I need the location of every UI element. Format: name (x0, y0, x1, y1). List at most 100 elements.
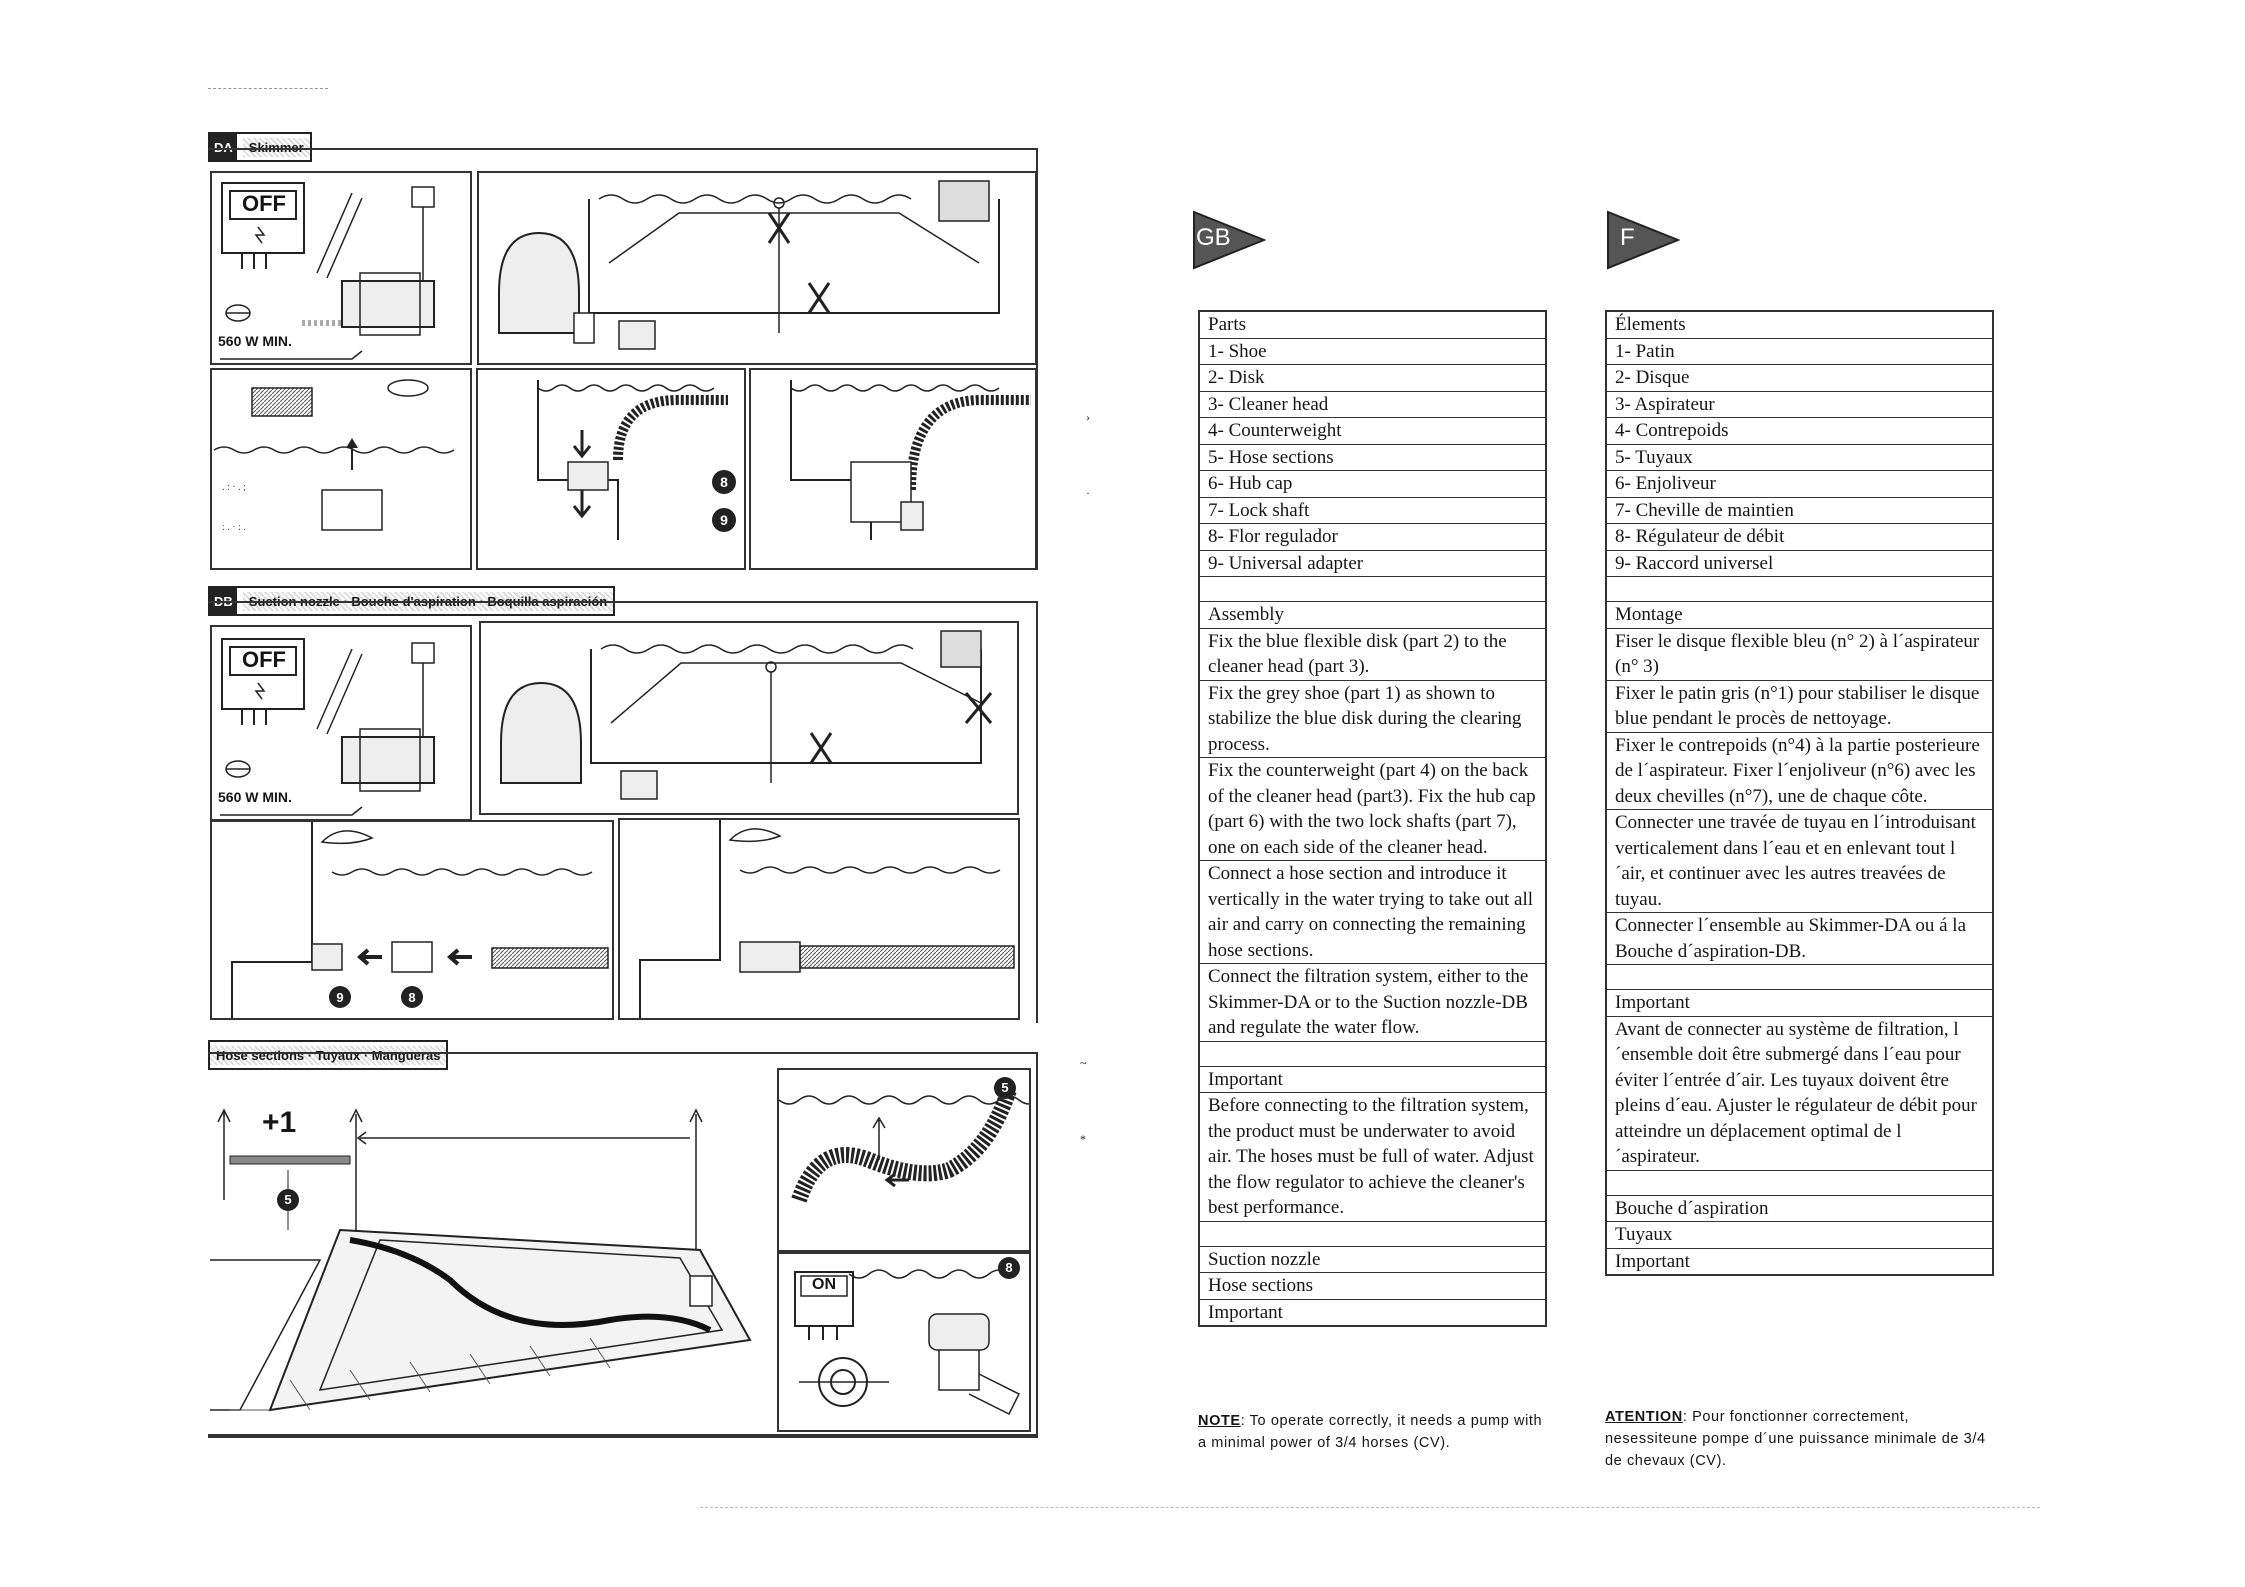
gb-row-blank (1200, 1042, 1545, 1067)
connection-illustration (537, 380, 736, 540)
fr-row: Fiser le disque flexible bleu (n° 2) à l… (1607, 629, 1992, 681)
nozzle-illustration-b (639, 820, 1015, 1018)
flag-shape (1193, 210, 1266, 270)
power-label: 560 W MIN. (218, 789, 292, 805)
da-plumbing-panel (477, 171, 1037, 365)
pump-illustration (220, 638, 435, 816)
plus-one-label: +1 (262, 1106, 297, 1139)
fr-row: Fixer le patin gris (n°1) pour stabilise… (1607, 681, 1992, 733)
gb-row: Parts (1200, 312, 1545, 339)
svg-text:: . · : .: : . · : . (222, 522, 246, 533)
fr-note: ATENTION: Pour fonctionner correctement,… (1605, 1406, 1995, 1472)
db-pump-panel: OFF 560 W MIN. (210, 625, 472, 821)
off-label: OFF (242, 647, 286, 672)
callout-8: 8 (408, 990, 416, 1005)
fr-row: Connecter une travée de tuyau en l´intro… (1607, 810, 1992, 913)
gb-row: Important (1208, 1301, 1283, 1323)
gb-note: NOTE: To operate correctly, it needs a p… (1198, 1410, 1548, 1454)
flag-label: F (1620, 224, 1635, 251)
gb-row: 9- Universal adapter (1200, 551, 1545, 577)
section-da-tag: DA Skimmer (208, 132, 312, 162)
power-label: 560 W MIN. (218, 333, 292, 349)
hose-on-panel: ON 8 (777, 1252, 1031, 1432)
fr-row: Important (1607, 990, 1992, 1017)
gb-row: Before connecting to the filtration syst… (1200, 1093, 1545, 1222)
fr-row-blank (1607, 577, 1992, 602)
gb-flag: GB (1192, 210, 1266, 270)
db-nozzle-panel-b (618, 818, 1020, 1020)
gb-row: Connect the filtration system, either to… (1200, 964, 1545, 1042)
note-label: ATENTION (1605, 1409, 1683, 1425)
gb-row: 3- Cleaner head (1200, 392, 1545, 418)
gb-row: Hose sections (1200, 1273, 1545, 1300)
pool-illustration: +1 5 (210, 1080, 770, 1420)
hose-fill-svg (779, 1077, 1029, 1203)
fr-row: 6- Enjoliveur (1607, 471, 1992, 498)
flag-label: GB (1196, 224, 1231, 251)
section-label: Skimmer (242, 137, 310, 157)
gb-row: 2- Disk (1200, 365, 1545, 392)
off-label: OFF (242, 191, 286, 216)
svg-text:. : · . ;: . : · . ; (222, 482, 246, 493)
section-code: DA (210, 134, 237, 160)
gb-row: Important (1200, 1067, 1545, 1093)
fr-row: 8- Régulateur de débit (1607, 524, 1992, 551)
scan-artifact: ~ (1080, 1056, 1087, 1070)
note-text: : To operate correctly, it needs a pump … (1198, 1413, 1543, 1451)
fr-row: 5- Tuyaux (1607, 445, 1992, 471)
fr-row: 4- Contrepoids (1607, 418, 1992, 445)
da-skimmer-panel: . : · . ; : . · : . (210, 368, 472, 570)
fr-flag: F (1606, 210, 1680, 270)
fr-row: Élements (1607, 312, 1992, 339)
fr-row: Tuyaux (1607, 1222, 1992, 1249)
hose-fill-panel: 5 (777, 1068, 1031, 1252)
callout-5: 5 (1001, 1080, 1009, 1095)
fr-row: Important (1615, 1250, 1690, 1272)
gb-row: 1- Shoe (1200, 339, 1545, 365)
fr-row: Fixer le contrepoids (n°4) à la partie p… (1607, 733, 1992, 810)
gb-row: Fix the grey shoe (part 1) as shown to s… (1200, 681, 1545, 758)
gb-row: Assembly (1200, 602, 1545, 629)
scan-artifact: * (1080, 1132, 1086, 1146)
pool-svg (210, 1108, 752, 1412)
section-da-frame (208, 148, 1038, 570)
nozzle-illustration (231, 822, 609, 1018)
section-db-frame (208, 601, 1038, 1023)
da-connect-panel-a: 8 9 (476, 368, 746, 570)
gb-row-blank (1200, 1222, 1545, 1247)
pump-illustration (220, 182, 435, 360)
gb-row-blank (1200, 577, 1545, 602)
note-text: : Pour fonctionner correctement, nesessi… (1605, 1409, 1986, 1469)
callout-9: 9 (336, 990, 344, 1005)
da-pump-panel: OFF 560 W MIN. (210, 171, 472, 365)
page-bottom-rule (208, 1434, 1038, 1436)
fr-row: Avant de connecter au système de filtrat… (1607, 1017, 1992, 1171)
fr-row: 1- Patin (1607, 339, 1992, 365)
on-label: ON (812, 1276, 836, 1293)
gb-row: Connect a hose section and introduce it … (1200, 861, 1545, 964)
skimmer-illustration: . : · . ; : . · : . (213, 379, 455, 533)
gb-row: 5- Hose sections (1200, 445, 1545, 471)
note-label: NOTE (1198, 1413, 1241, 1429)
fr-row: 7- Cheville de maintien (1607, 498, 1992, 524)
da-connect-panel-b (749, 368, 1037, 570)
gb-row: 6- Hub cap (1200, 471, 1545, 498)
fr-row: Connecter l´ensemble au Skimmer-DA ou á … (1607, 913, 1992, 965)
callout-8: 8 (1005, 1260, 1013, 1275)
gb-row: 7- Lock shaft (1200, 498, 1545, 524)
fr-row: 3- Aspirateur (1607, 392, 1992, 418)
scan-artifact: · (1086, 486, 1090, 500)
fr-table: Élements 1- Patin 2- Disque 3- Aspirateu… (1605, 310, 1994, 1276)
db-plumbing-panel (479, 621, 1019, 815)
hose-on-svg (794, 1257, 1021, 1416)
callout-8: 8 (720, 474, 728, 490)
plumbing-illustration (500, 630, 993, 800)
fr-row-blank (1607, 965, 1992, 990)
section-hose-frame (208, 1052, 1038, 1438)
scan-artifact: › (1086, 410, 1090, 424)
section-label: Hose sections · Tuyaux · Mangueras (210, 1045, 447, 1065)
callout-5: 5 (284, 1192, 292, 1207)
plumbing-illustration (498, 180, 1000, 350)
scan-artifact (700, 1507, 2040, 1508)
scan-artifact (208, 88, 328, 90)
